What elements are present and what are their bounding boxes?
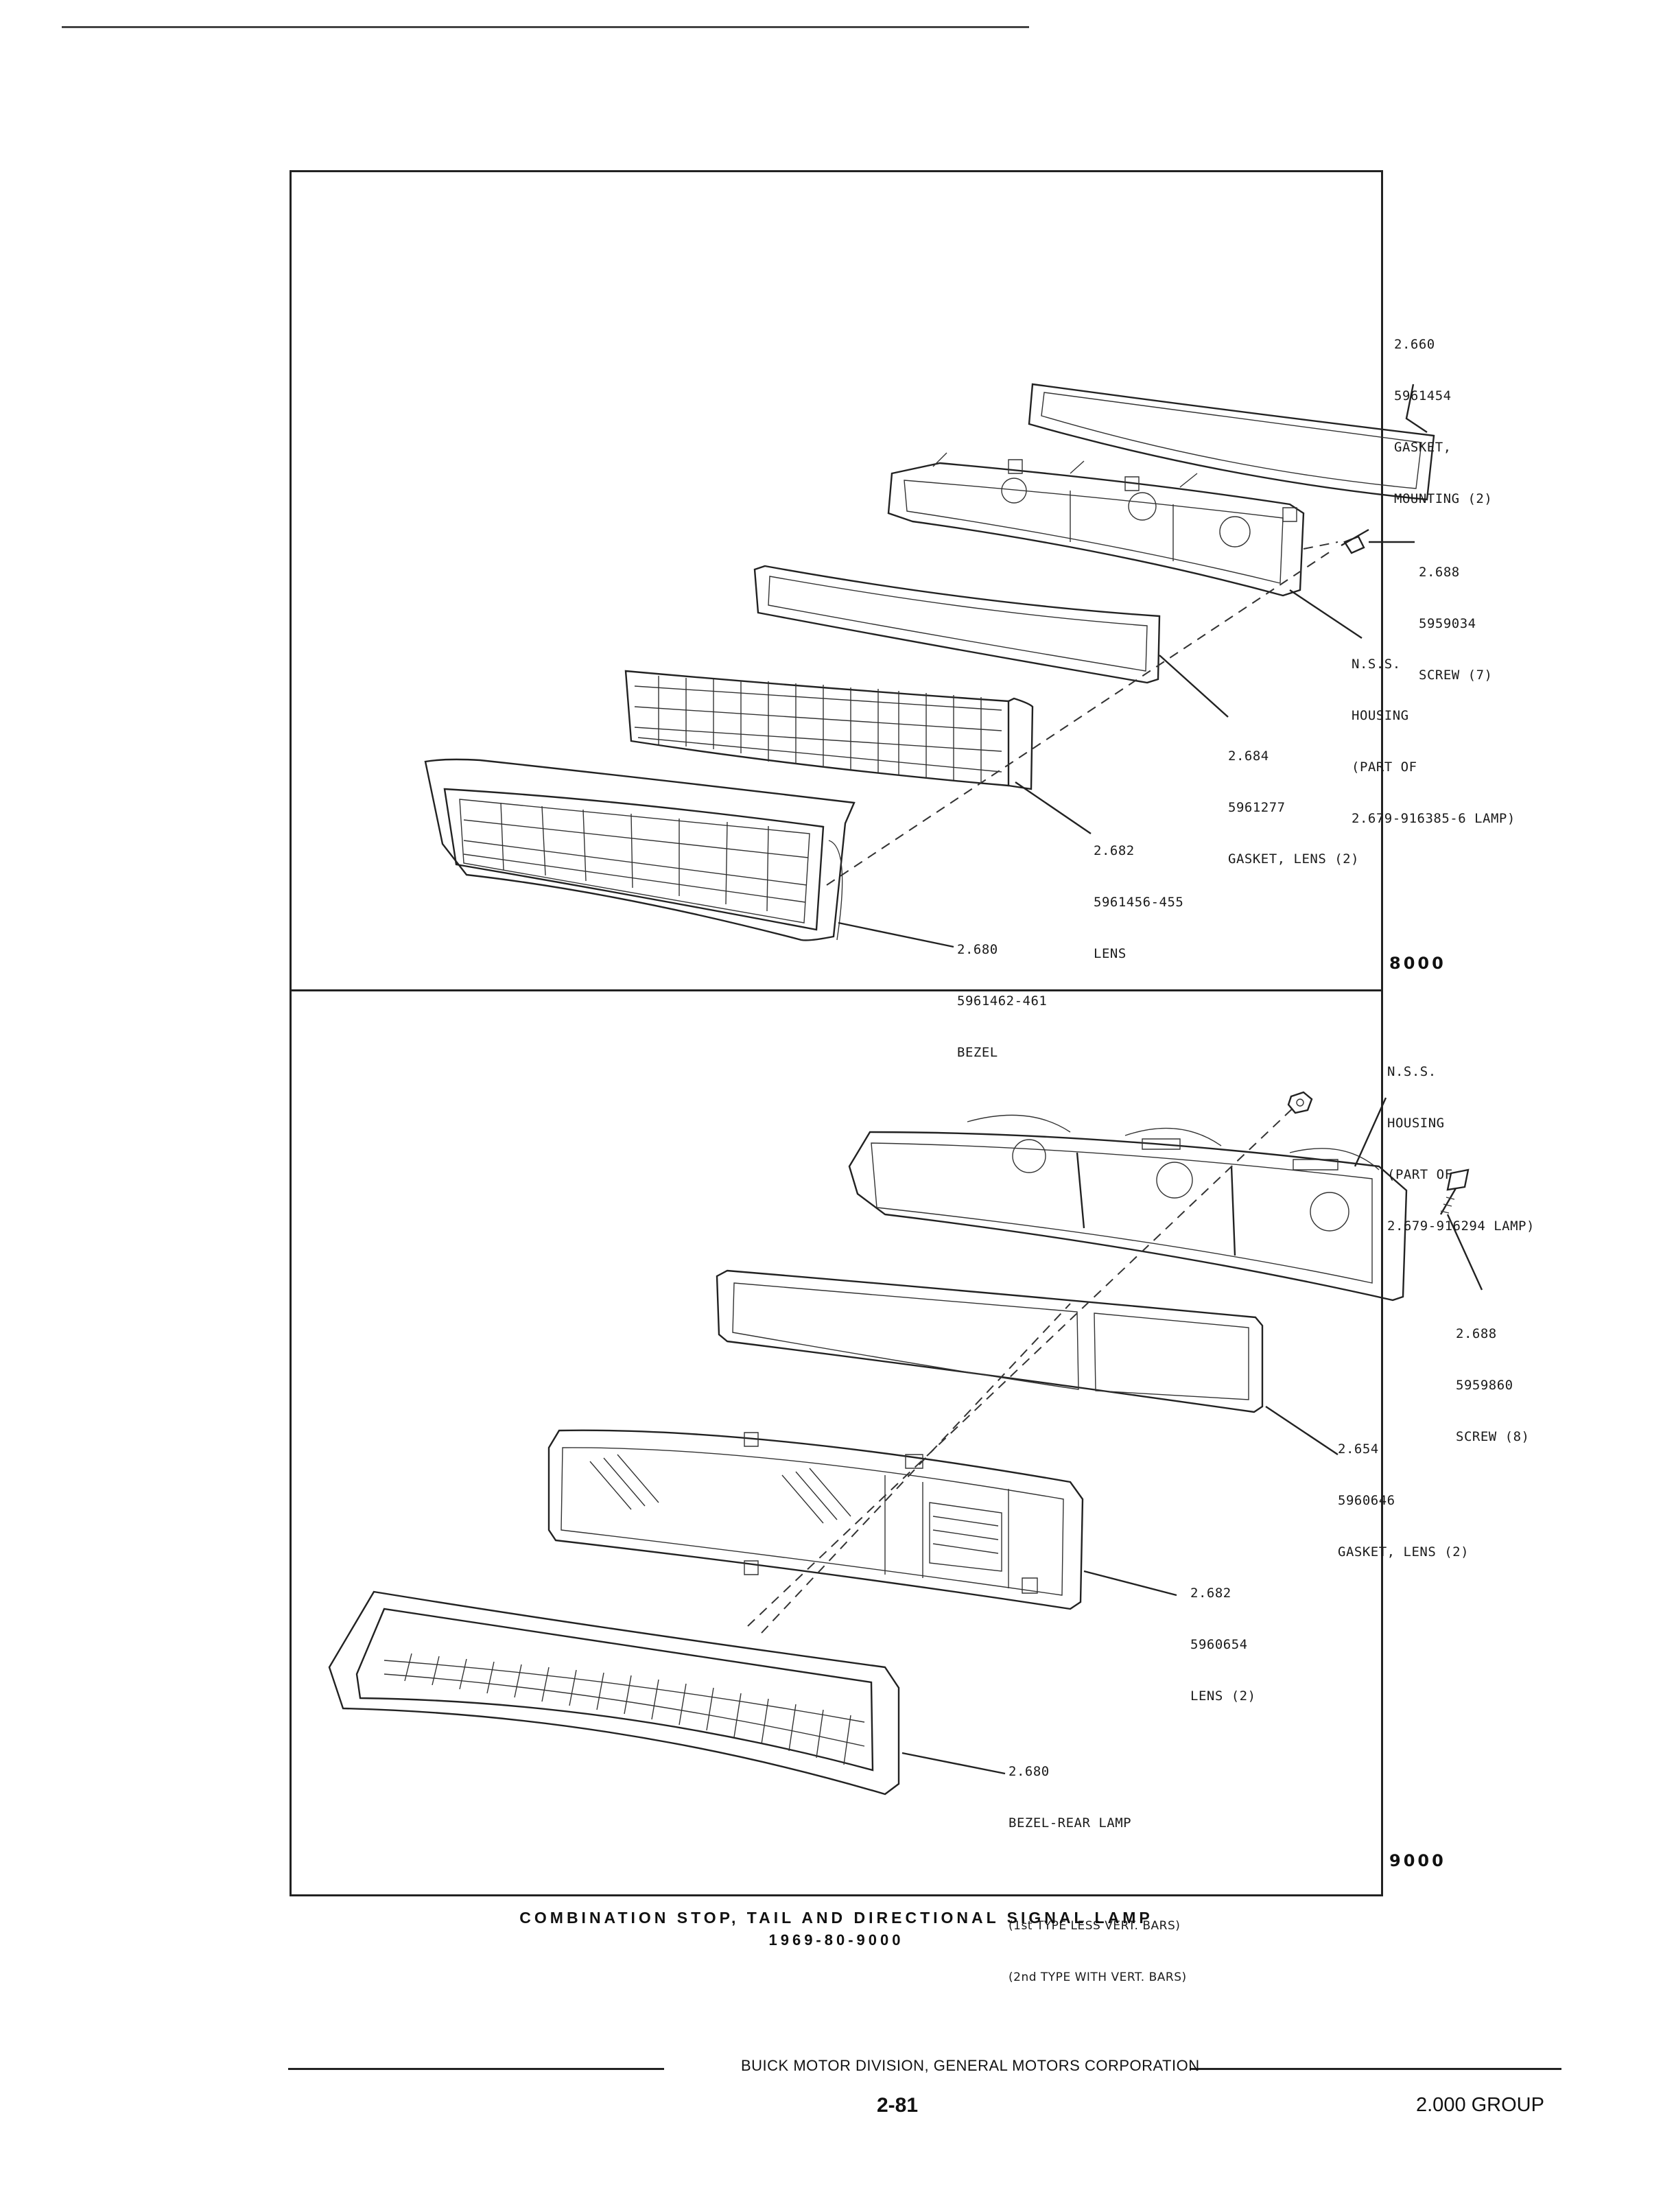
callout-lens-top: 2.682 5961456-455 LENS [1094, 843, 1184, 961]
lens-gasket-drawing-top [753, 565, 1161, 684]
callout-bezel-rear-lamp: 2.680 BEZEL-REAR LAMP (1st TYPE LESS VER… [1009, 1764, 1187, 1984]
leader-gasket-lens-top [1159, 655, 1229, 718]
caption-title: COMBINATION STOP, TAIL AND DIRECTIONAL S… [519, 1909, 1153, 1927]
callout-housing-bottom: N.S.S. HOUSING (PART OF 2.679-916294 LAM… [1387, 1064, 1535, 1234]
screw-drawing-bottom [1439, 1168, 1470, 1215]
leader-screw-bottom [1446, 1214, 1483, 1291]
figure-number-top: 8000 [1389, 954, 1446, 973]
leader-bezel-bottom [901, 1752, 1006, 1775]
footer-group: 2.000 GROUP [1416, 2094, 1544, 2116]
callout-screw-bottom: 2.688 5959860 SCREW (8) [1456, 1326, 1530, 1444]
bezel-drawing-top [424, 758, 856, 941]
alignment-line-bottom-2 [761, 1303, 1071, 1634]
leader-housing-bottom [1354, 1097, 1387, 1167]
leader-lens-bottom [1083, 1570, 1177, 1597]
footer-company: BUICK MOTOR DIVISION, GENERAL MOTORS COR… [741, 2057, 1200, 2074]
callout-gasket-lens-bottom: 2.654 5960646 GASKET, LENS (2) [1338, 1442, 1470, 1560]
housing-drawing-top [887, 452, 1305, 597]
bezel-drawing-bottom [328, 1590, 900, 1796]
lens-gasket-drawing-bottom [716, 1269, 1264, 1413]
lens-drawing-bottom [547, 1429, 1084, 1610]
header-rule [62, 26, 1029, 28]
figure-divider [290, 989, 1383, 991]
screw-drawing-top [1303, 528, 1369, 554]
leader-housing-top [1289, 589, 1363, 639]
callout-housing-top: N.S.S. HOUSING (PART OF 2.679-916385-6 L… [1352, 657, 1515, 826]
nut-drawing [1287, 1091, 1313, 1114]
leader-lens-top [1015, 781, 1092, 834]
alignment-line-bottom-1 [747, 1104, 1297, 1627]
callout-gasket-lens-top: 2.684 5961277 GASKET, LENS (2) [1228, 749, 1360, 867]
footer-rule-left [288, 2068, 664, 2070]
caption-subtitle: 1969-80-9000 [768, 1931, 904, 1949]
callout-lens-bottom: 2.682 5960654 LENS (2) [1190, 1586, 1256, 1704]
figure-frame [290, 170, 1383, 1896]
leader-bezel-top [838, 921, 954, 948]
alignment-line-top [826, 548, 1335, 886]
callout-gasket-mounting: 2.660 5961454 GASKET, MOUNTING (2) [1394, 337, 1493, 506]
footer-rule-right [1190, 2068, 1561, 2070]
figure-number-bottom: 9000 [1389, 1851, 1446, 1870]
footer-page-number: 2-81 [877, 2094, 919, 2117]
leader-gasket-mounting [1405, 384, 1428, 433]
callout-bezel-top: 2.680 5961462-461 BEZEL [957, 942, 1048, 1060]
housing-drawing-bottom [848, 1114, 1408, 1302]
callout-screw-top: 2.688 5959034 SCREW (7) [1419, 565, 1493, 683]
lens-drawing-top [624, 670, 1034, 790]
leader-gasket-lens-bottom [1265, 1406, 1338, 1455]
mounting-gasket-drawing [1028, 383, 1435, 501]
